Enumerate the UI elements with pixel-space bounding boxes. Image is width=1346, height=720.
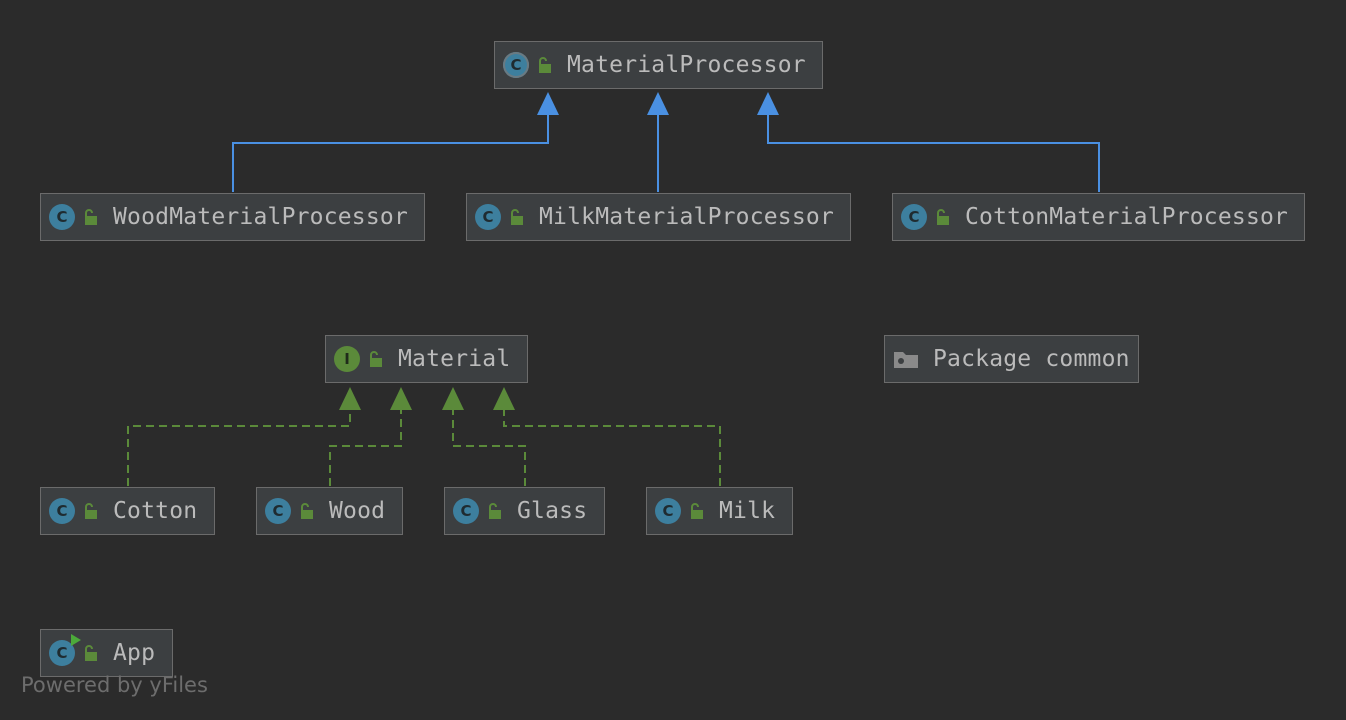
extends-edge-wood bbox=[232, 115, 549, 192]
extends-arrowhead-wood bbox=[537, 92, 559, 115]
public-lock-icon bbox=[489, 503, 501, 519]
node-label: Package common bbox=[933, 346, 1130, 372]
package-node-common[interactable]: Package common bbox=[884, 335, 1139, 383]
public-lock-icon bbox=[301, 503, 313, 519]
node-label: MaterialProcessor bbox=[567, 52, 806, 78]
class-icon: C bbox=[265, 498, 291, 524]
node-label: Glass bbox=[517, 498, 588, 524]
public-lock-icon bbox=[511, 209, 523, 225]
public-lock-icon bbox=[691, 503, 703, 519]
class-icon: C bbox=[453, 498, 479, 524]
powered-by-footer: Powered by yFiles bbox=[21, 673, 208, 697]
node-label: Milk bbox=[719, 498, 776, 524]
class-node-wood[interactable]: C Wood bbox=[256, 487, 403, 535]
extends-arrowhead-milk bbox=[647, 92, 669, 115]
implements-arrowhead-glass bbox=[442, 387, 464, 410]
extends-edge-cotton bbox=[767, 115, 1100, 192]
node-label: App bbox=[113, 640, 156, 666]
implements-edge-glass bbox=[452, 410, 526, 486]
implements-edge-cotton bbox=[127, 410, 351, 486]
class-node-app[interactable]: C App bbox=[40, 629, 173, 677]
class-kind-letter: C bbox=[56, 644, 68, 662]
interface-node-material[interactable]: I Material bbox=[325, 335, 528, 383]
class-node-milk[interactable]: C Milk bbox=[646, 487, 793, 535]
class-node-glass[interactable]: C Glass bbox=[444, 487, 605, 535]
implements-arrowhead-cotton bbox=[339, 387, 361, 410]
abstract-class-icon: C bbox=[503, 52, 529, 78]
class-node-wood-material-processor[interactable]: C WoodMaterialProcessor bbox=[40, 193, 425, 241]
implements-arrowhead-wood bbox=[390, 387, 412, 410]
class-icon: C bbox=[49, 204, 75, 230]
run-triangle-icon bbox=[71, 634, 81, 646]
runnable-class-icon: C bbox=[49, 634, 81, 666]
public-lock-icon bbox=[370, 351, 382, 367]
class-node-cotton-material-processor[interactable]: C CottonMaterialProcessor bbox=[892, 193, 1305, 241]
node-label: Material bbox=[398, 346, 511, 372]
implements-edge-wood bbox=[329, 410, 402, 486]
class-node-cotton[interactable]: C Cotton bbox=[40, 487, 215, 535]
node-label: MilkMaterialProcessor bbox=[539, 204, 834, 230]
node-label: WoodMaterialProcessor bbox=[113, 204, 408, 230]
extends-arrowhead-cotton bbox=[757, 92, 779, 115]
node-label: Cotton bbox=[113, 498, 198, 524]
public-lock-icon bbox=[539, 57, 551, 73]
class-icon: C bbox=[475, 204, 501, 230]
implements-edge-milk bbox=[503, 410, 721, 486]
public-lock-icon bbox=[937, 209, 949, 225]
class-node-milk-material-processor[interactable]: C MilkMaterialProcessor bbox=[466, 193, 851, 241]
implements-arrowhead-milk bbox=[493, 387, 515, 410]
class-icon: C bbox=[901, 204, 927, 230]
class-node-material-processor[interactable]: C MaterialProcessor bbox=[494, 41, 823, 89]
public-lock-icon bbox=[85, 503, 97, 519]
class-icon: C bbox=[49, 498, 75, 524]
interface-icon: I bbox=[334, 346, 360, 372]
class-icon: C bbox=[655, 498, 681, 524]
folder-icon bbox=[894, 352, 918, 368]
node-label: CottonMaterialProcessor bbox=[965, 204, 1289, 230]
public-lock-icon bbox=[85, 209, 97, 225]
node-label: Wood bbox=[329, 498, 386, 524]
public-lock-icon bbox=[85, 645, 97, 661]
